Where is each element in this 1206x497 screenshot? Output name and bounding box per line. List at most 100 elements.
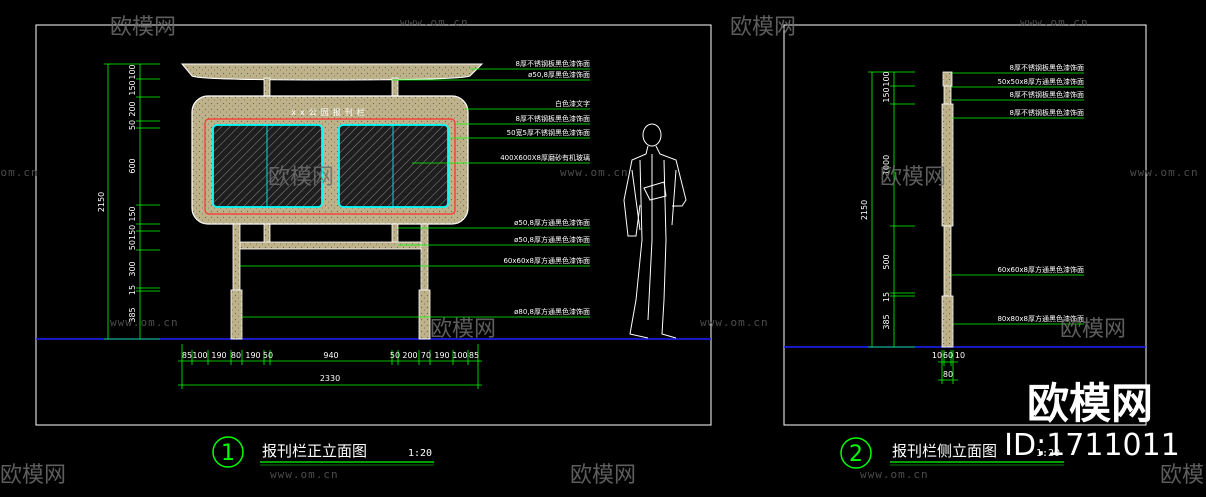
watermark-url: www.om.cn <box>0 166 39 179</box>
callout-front-7: ø50,8厚方通黑色漆饰面 <box>514 235 590 244</box>
side-dim-v-150: 150 <box>882 87 891 102</box>
watermark-url: www.om.cn <box>270 468 339 481</box>
dim-h-100: 100 <box>192 351 207 360</box>
board-header-text: xx公园报刊栏 <box>291 107 368 117</box>
callout-side-4: 60x60x8厚方通黑色漆饰面 <box>997 265 1084 274</box>
connector-left <box>263 223 271 245</box>
front-horizontal-dim-labels: 85 100 190 80 190 50 940 50 200 70 190 1… <box>182 351 479 383</box>
dim-h-80: 80 <box>231 351 241 360</box>
connector-right <box>391 223 399 245</box>
front-view-scale: 1:20 <box>408 448 432 459</box>
roof-post-right <box>391 77 399 99</box>
side-view-frame <box>783 24 1147 426</box>
side-view-number: 2 <box>849 442 863 467</box>
leg-right-upper <box>420 223 429 291</box>
side-post-lower <box>943 225 952 297</box>
watermark-url: www.om.cn <box>700 316 769 329</box>
dim-v-150c: 150 <box>128 225 137 240</box>
front-callout-labels: 8厚不锈钢板黑色漆饰面 ø50,8厚黑色漆饰面 白色漆文字 8厚不锈钢板黑色漆饰… <box>500 59 590 316</box>
callout-front-4: 50宽5厚不锈钢黑色漆饰面 <box>507 128 590 137</box>
watermark-url: www.om.cn <box>560 166 629 179</box>
watermark-url: www.om.cn <box>860 468 929 481</box>
side-dim-h-10b: 10 <box>955 351 965 360</box>
watermark-url: www.om.cn <box>400 16 469 29</box>
callout-front-0: 8厚不锈钢板黑色漆饰面 <box>516 59 590 68</box>
dim-h-190c: 190 <box>434 351 449 360</box>
watermark-brand: 欧模网 <box>1060 317 1126 342</box>
front-view-number-circle <box>212 436 244 468</box>
side-base <box>941 295 954 348</box>
front-view-number: 1 <box>221 441 235 466</box>
front-view-frame <box>35 24 712 426</box>
front-horizontal-dimensions <box>178 344 482 389</box>
dim-v-600: 600 <box>128 158 137 173</box>
dim-h-50b: 50 <box>390 351 400 360</box>
callout-side-1: 50x50x8厚方通黑色漆饰面 <box>997 77 1084 86</box>
side-vertical-dimensions <box>868 71 915 348</box>
watermark-brand: 欧模网 <box>430 317 496 342</box>
dim-v-15: 15 <box>128 285 137 295</box>
side-horizontal-dim-labels: 10 60 10 80 <box>932 351 965 379</box>
callout-front-1: ø50,8厚黑色漆饰面 <box>528 70 590 79</box>
dim-v-385: 385 <box>128 307 137 322</box>
watermark-url: www.om.cn <box>1020 16 1089 29</box>
front-vertical-dimensions <box>104 63 160 340</box>
glass-panel-left <box>212 124 323 208</box>
callout-front-6: ø50,8厚方通黑色漆饰面 <box>514 218 590 227</box>
side-callout-leaders <box>951 72 1084 325</box>
glass-panel-right <box>338 124 449 208</box>
side-elevation <box>941 71 954 348</box>
leg-left-upper <box>232 223 241 291</box>
dim-h-85b: 85 <box>469 351 479 360</box>
callout-front-2: 白色漆文字 <box>555 99 590 108</box>
callout-front-3: 8厚不锈钢板黑色漆饰面 <box>516 114 590 123</box>
callout-side-2: 8厚不锈钢板黑色漆饰面 <box>1010 90 1084 99</box>
side-view-scale: 1:20 <box>1036 448 1060 459</box>
front-view-title-text: 报刊栏正立面图 <box>262 442 367 460</box>
side-vertical-dim-labels: 100 150 1000 500 15 385 2150 <box>860 71 891 329</box>
watermark-brand: 欧模网 <box>880 165 946 190</box>
dim-v-300: 300 <box>128 261 137 276</box>
side-horizontal-dimensions <box>938 350 958 384</box>
side-view-number-circle <box>840 437 872 469</box>
corner-id: ID:1711011 <box>1004 428 1180 463</box>
side-callout-labels: 8厚不锈钢板黑色漆饰面 50x50x8厚方通黑色漆饰面 8厚不锈钢板黑色漆饰面 … <box>997 63 1084 323</box>
watermark-brand: 欧模网 <box>268 165 334 190</box>
side-dim-h-60: 60 <box>943 351 953 360</box>
watermark-brand: 欧模网 <box>0 463 66 488</box>
dim-h-190: 190 <box>211 351 226 360</box>
front-view-title: 1 报刊栏正立面图 1:20 <box>212 436 434 468</box>
dim-v-50b: 50 <box>128 240 137 250</box>
dim-h-100b: 100 <box>452 351 467 360</box>
human-figure <box>623 123 687 339</box>
dim-v-200: 200 <box>128 101 137 116</box>
side-view-title: 2 报刊栏侧立面图 1:20 <box>840 437 1064 469</box>
board-inner-frame <box>204 118 456 215</box>
side-dim-h-total: 80 <box>943 370 953 379</box>
side-dim-v-500: 500 <box>882 254 891 269</box>
watermark-brand: 欧模网 <box>730 15 796 40</box>
callout-front-9: ø80,8厚方通黑色漆饰面 <box>514 307 590 316</box>
side-dim-v-total: 2150 <box>860 200 869 220</box>
dim-v-total: 2150 <box>97 192 106 212</box>
dim-h-total: 2330 <box>320 374 340 383</box>
front-vertical-dim-labels: 100 150 200 50 600 150 50 150 300 15 385… <box>97 64 137 322</box>
dim-h-70: 70 <box>421 351 431 360</box>
callout-side-3: 8厚不锈钢板黑色漆饰面 <box>1010 108 1084 117</box>
watermark-brand: 欧模网 <box>570 463 636 488</box>
dim-v-150: 150 <box>128 80 137 95</box>
side-dim-v-1000: 1000 <box>882 155 891 175</box>
dim-v-100: 100 <box>128 64 137 79</box>
corner-brand: 欧模网 <box>1027 379 1153 428</box>
watermark-url: www.om.cn <box>1130 166 1199 179</box>
crossbar <box>237 241 427 250</box>
roof-post-left <box>263 77 271 99</box>
watermark-url: www.om.cn <box>110 316 179 329</box>
callout-side-5: 80x80x8厚方通黑色漆饰面 <box>997 314 1084 323</box>
front-elevation: xx公园报刊栏 <box>180 63 484 340</box>
watermark-brand: 欧模网 <box>110 15 176 40</box>
dim-h-940: 940 <box>323 351 338 360</box>
side-dim-v-100: 100 <box>882 71 891 86</box>
side-dim-v-15: 15 <box>882 292 891 302</box>
dim-h-190b: 190 <box>245 351 260 360</box>
